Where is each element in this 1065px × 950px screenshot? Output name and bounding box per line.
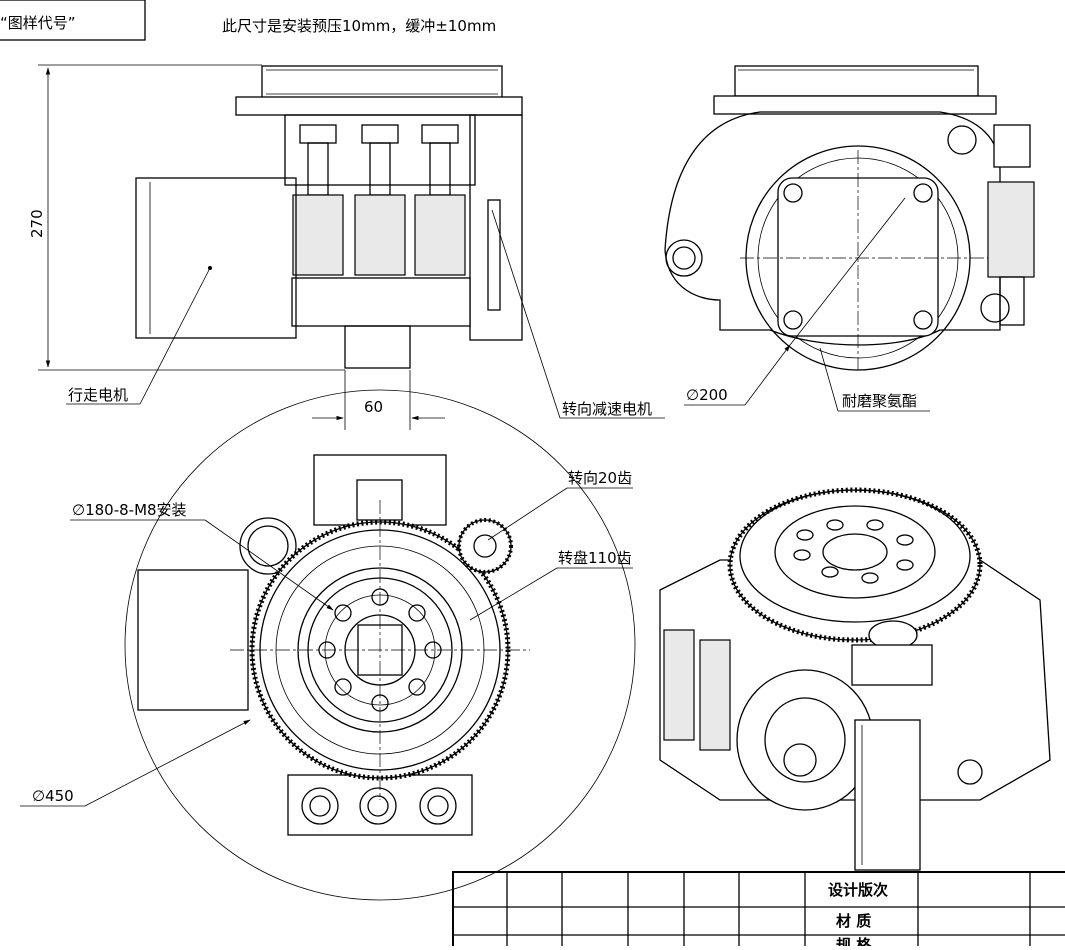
side-view (135, 65, 523, 369)
width-dimension: 60 (312, 370, 445, 430)
installation-note: 此尺寸是安装预压10mm，缓冲±10mm (222, 17, 496, 35)
title-block: 设计版次 材 质 规 格 (452, 871, 1065, 950)
mount-label: ∅180-8-M8安装 (72, 501, 187, 519)
pinion-gear (458, 519, 512, 573)
width-dimension-value: 60 (364, 398, 383, 416)
drive-motor-callout: 行走电机 (66, 267, 211, 405)
drive-motor-label: 行走电机 (68, 386, 128, 404)
wheel-dia-label: ∅200 (686, 386, 728, 404)
bolt-holes (318, 588, 442, 712)
design-version-label: 设计版次 (828, 881, 888, 899)
top-view (124, 389, 636, 901)
swing-circle (124, 389, 636, 901)
turntable-callout: 转盘110齿 (469, 549, 633, 621)
steer-motor-label: 转向减速电机 (562, 400, 652, 418)
height-dimension-value: 270 (28, 209, 46, 238)
swing-dia-label: ∅450 (32, 787, 74, 805)
side-gear-teeth (266, 69, 498, 95)
isometric-view (659, 487, 1051, 871)
drawing-code-box: “图样代号” (0, 0, 146, 41)
drawing-code-label: “图样代号” (0, 14, 76, 32)
pinion-callout: 转向20齿 (487, 469, 633, 541)
tread-callout: 耐磨聚氨酯 (819, 347, 930, 412)
drive-motor-body (135, 177, 297, 339)
wheel-dia-callout: ∅200 (684, 197, 906, 406)
iso-bolt-holes (793, 519, 914, 584)
front-view (664, 65, 1035, 371)
material-label: 材 质 (836, 912, 871, 930)
spring-columns (292, 124, 466, 276)
mount-callout: ∅180-8-M8安装 (70, 501, 334, 611)
pinion-label: 转向20齿 (568, 469, 632, 487)
steer-motor-callout: 转向减速电机 (491, 209, 665, 419)
turntable-label: 转盘110齿 (558, 549, 632, 567)
spec-label: 规 格 (836, 936, 872, 946)
tread-label: 耐磨聚氨酯 (842, 392, 917, 410)
swing-dia-callout: ∅450 (20, 719, 251, 807)
height-dimension: 270 (28, 64, 345, 371)
iso-steer-motor (854, 719, 921, 871)
